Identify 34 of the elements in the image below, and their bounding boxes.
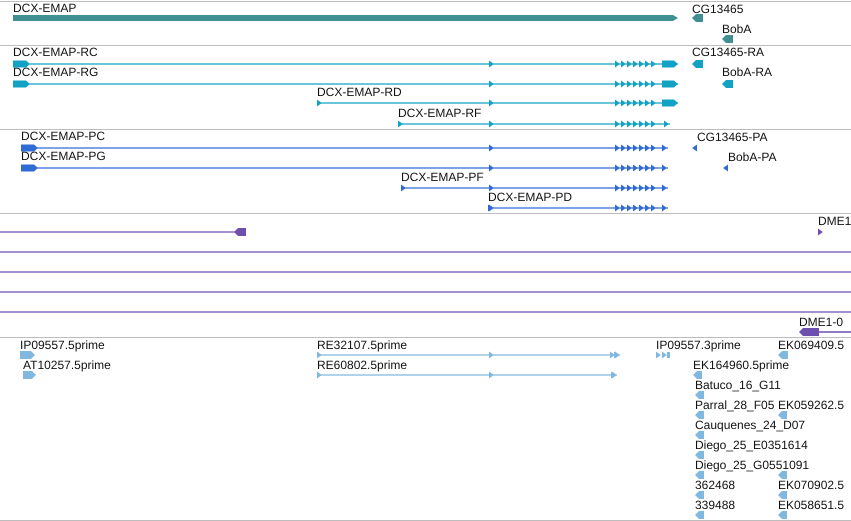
feature-label: EK070902.5 xyxy=(778,479,844,492)
feature-label: BobA-RA xyxy=(722,66,772,79)
feature-label: BobA-PA xyxy=(728,151,776,164)
feature-label: DCX-EMAP xyxy=(13,2,76,15)
feature-label: EK059262.5 xyxy=(778,399,844,412)
feature-label: Cauquenes_24_D07 xyxy=(695,419,806,432)
feature-label: Diego_25_G0551091 xyxy=(695,459,810,472)
feature-label: RE32107.5prime xyxy=(317,339,408,352)
feature-label: CG13465 xyxy=(692,3,744,16)
feature-label: AT10257.5prime xyxy=(23,359,111,372)
feature-label: DME1-0 xyxy=(799,316,844,329)
feature-label: DCX-EMAP-RG xyxy=(13,66,98,79)
feature-label: 362468 xyxy=(695,479,736,492)
feature-label: 339488 xyxy=(695,499,736,512)
feature-label: DCX-EMAP-PG xyxy=(21,150,106,163)
feature-label: CG13465-RA xyxy=(692,46,764,59)
feature-label: EK058651.5 xyxy=(778,499,844,512)
feature-label: Diego_25_E0351614 xyxy=(695,439,808,452)
feature-label: DCX-EMAP-RD xyxy=(317,86,402,99)
feature-label: RE60802.5prime xyxy=(317,359,408,372)
feature-label: EK069409.5 xyxy=(778,339,844,352)
feature-label: DCX-EMAP-PC xyxy=(21,130,106,143)
feature-label: BobA xyxy=(722,23,752,36)
feature-label: DCX-EMAP-PF xyxy=(401,171,484,184)
feature-label: IP09557.3prime xyxy=(656,339,741,352)
feature-label: DCX-EMAP-RF xyxy=(398,107,482,120)
feature-label: CG13465-PA xyxy=(697,131,768,144)
feature-label: Batuco_16_G11 xyxy=(695,379,781,392)
feature-label: IP09557.5prime xyxy=(20,339,105,352)
feature-label: DCX-EMAP-RC xyxy=(13,46,98,59)
feature-label: DME1 xyxy=(818,215,851,228)
feature-label: DCX-EMAP-PD xyxy=(488,191,572,204)
feature-label: EK164960.5prime xyxy=(693,359,790,372)
feature-label: Parral_28_F05 xyxy=(695,399,774,412)
